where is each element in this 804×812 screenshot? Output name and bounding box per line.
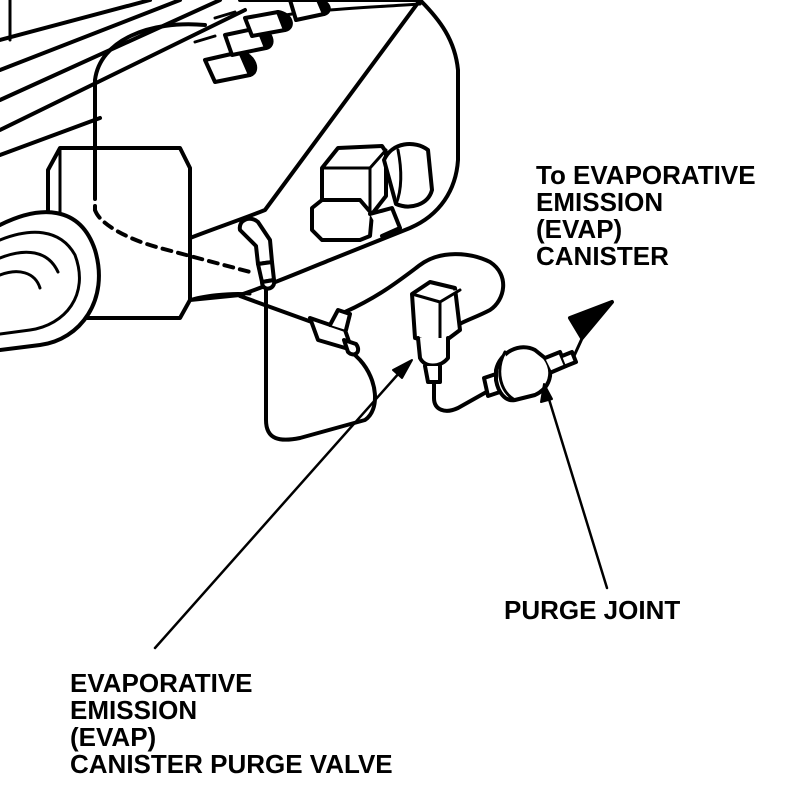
hose-loop	[238, 288, 378, 442]
purge-valve-label-line-3: (EVAP)	[70, 722, 157, 752]
manifold-components	[310, 142, 434, 242]
leader-arrowhead-joint	[540, 383, 553, 403]
leader-arrowhead-valve	[392, 359, 413, 379]
purge-valve-label-line-4: CANISTER PURGE VALVE	[70, 749, 393, 779]
leader-purge-joint	[546, 394, 609, 590]
purge-valve-label: EVAPORATIVE EMISSION (EVAP) CANISTER PUR…	[70, 670, 393, 778]
purge-valve	[410, 280, 462, 384]
intake-runners	[0, 0, 247, 157]
tee-joint	[308, 308, 361, 357]
hose-to-joint	[432, 380, 492, 413]
canister-label-line-1: To EVAPORATIVE	[536, 160, 756, 190]
canister-label-line-2: EMISSION	[536, 187, 664, 217]
purge-joint-label: PURGE JOINT	[504, 597, 680, 624]
hose-to-valve	[343, 252, 506, 332]
purge-valve-label-line-2: EMISSION	[70, 695, 198, 725]
vacuum-hose	[93, 22, 252, 274]
intake-duct	[0, 210, 101, 352]
canister-label-line-4: CANISTER	[536, 241, 669, 271]
canister-label: To EVAPORATIVE EMISSION (EVAP) CANISTER	[536, 162, 756, 270]
leader-purge-valve	[153, 370, 402, 650]
purge-joint	[482, 345, 578, 403]
injector-nozzles	[193, 0, 331, 84]
canister-label-line-3: (EVAP)	[536, 214, 623, 244]
purge-joint-label-line-1: PURGE JOINT	[504, 595, 681, 625]
purge-valve-label-line-1: EVAPORATIVE	[70, 668, 253, 698]
arrow-to-canister	[568, 300, 614, 358]
hose-nipple	[237, 216, 277, 291]
